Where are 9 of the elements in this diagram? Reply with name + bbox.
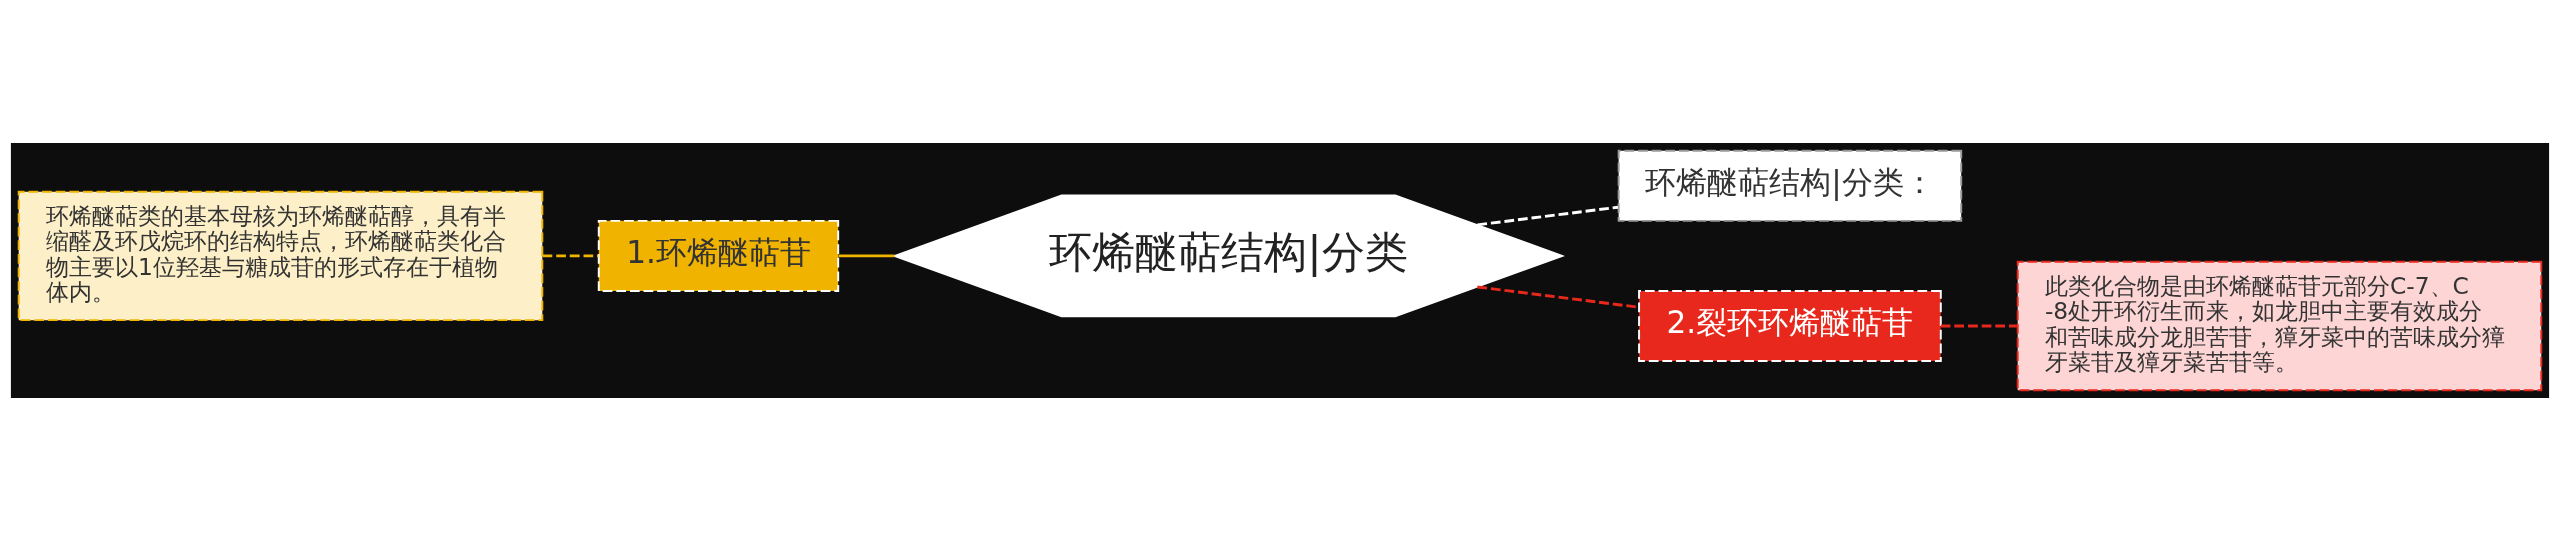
node-box: 环烯醚萜结构|分类： [1617, 149, 1963, 222]
connector [1477, 205, 1619, 227]
node-box: 此类化合物是由环烯醚萜苷元部分C-7、C-8处开环衍生而来，如龙胆中主要有效成分和苦味成分龙胆苦苷，獐牙菜中的苦味成分獐牙菜苷及獐牙菜苦苷等。 [2016, 260, 2543, 392]
connector [542, 254, 599, 258]
connector [1940, 324, 2017, 328]
node-box: 1.环烯醚萜苷 [597, 219, 840, 292]
connector [838, 254, 895, 258]
node-box: 2.裂环环烯醚萜苷 [1638, 289, 1942, 362]
node-box: 环烯醚萜类的基本母核为环烯醚萜醇，具有半缩醛及环戊烷环的结构特点，环烯醚萜类化合物主要以1位羟基与糖成苷的形式存在于植物体内。 [17, 190, 544, 322]
